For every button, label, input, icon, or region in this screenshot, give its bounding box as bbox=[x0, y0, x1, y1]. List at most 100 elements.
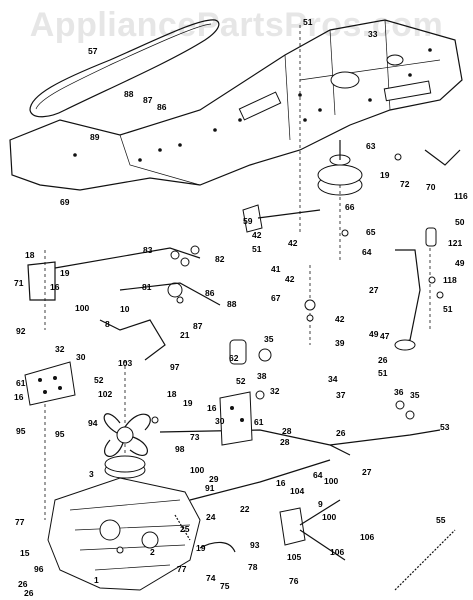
callout: 22 bbox=[240, 504, 250, 514]
callout: 42 bbox=[285, 274, 295, 284]
callout: 95 bbox=[16, 426, 26, 436]
callout: 75 bbox=[220, 581, 230, 591]
callout: 34 bbox=[328, 374, 338, 384]
callout: 72 bbox=[400, 179, 410, 189]
callout: 18 bbox=[167, 389, 177, 399]
callout: 100 bbox=[75, 303, 89, 313]
callout: 104 bbox=[290, 486, 304, 496]
callout: 62 bbox=[229, 353, 239, 363]
callout: 61 bbox=[16, 378, 26, 388]
callout: 3 bbox=[89, 469, 94, 479]
callout: 66 bbox=[345, 202, 355, 212]
callout: 116 bbox=[454, 191, 468, 201]
callout: 26 bbox=[24, 588, 34, 598]
callout: 16 bbox=[276, 478, 286, 488]
callout: 121 bbox=[448, 238, 462, 248]
callout: 30 bbox=[76, 352, 86, 362]
callout: 89 bbox=[90, 132, 100, 142]
callout: 106 bbox=[360, 532, 374, 542]
callout: 26 bbox=[18, 579, 28, 589]
callout: 42 bbox=[335, 314, 345, 324]
callout: 53 bbox=[440, 422, 450, 432]
callout: 92 bbox=[16, 326, 26, 336]
callout: 16 bbox=[50, 282, 60, 292]
callout: 10 bbox=[120, 304, 130, 314]
callout-labels: 57 51 33 88 87 86 89 63 19 72 70 116 69 … bbox=[14, 17, 468, 598]
callout: 39 bbox=[335, 338, 345, 348]
callout: 51 bbox=[252, 244, 262, 254]
callout: 76 bbox=[289, 576, 299, 586]
callout: 64 bbox=[313, 470, 323, 480]
callout: 42 bbox=[252, 230, 262, 240]
callout: 30 bbox=[215, 416, 225, 426]
callout: 41 bbox=[271, 264, 281, 274]
callout: 47 bbox=[380, 331, 390, 341]
callout: 77 bbox=[15, 517, 25, 527]
callout: 9 bbox=[318, 499, 323, 509]
callout: 65 bbox=[366, 227, 376, 237]
callout: 42 bbox=[288, 238, 298, 248]
callout: 1 bbox=[94, 575, 99, 585]
watermark: AppliancePartsPros.com bbox=[29, 6, 444, 44]
callout: 82 bbox=[215, 254, 225, 264]
callout: 27 bbox=[362, 467, 372, 477]
callout: 105 bbox=[287, 552, 301, 562]
callout: 29 bbox=[209, 474, 219, 484]
callout: 32 bbox=[55, 344, 65, 354]
callout: 19 bbox=[196, 543, 206, 553]
callout: 52 bbox=[94, 375, 104, 385]
callout: 33 bbox=[368, 29, 378, 39]
callout: 26 bbox=[378, 355, 388, 365]
callout: 88 bbox=[227, 299, 237, 309]
callout: 38 bbox=[257, 371, 267, 381]
chassis-frame bbox=[9, 19, 463, 191]
callout: 83 bbox=[143, 245, 153, 255]
callout: 21 bbox=[180, 330, 190, 340]
callout: 87 bbox=[143, 95, 153, 105]
callout: 18 bbox=[25, 250, 35, 260]
callout: 28 bbox=[282, 426, 292, 436]
callout: 32 bbox=[270, 386, 280, 396]
callout: 36 bbox=[394, 387, 404, 397]
callout: 26 bbox=[336, 428, 346, 438]
callout: 15 bbox=[20, 548, 30, 558]
callout: 61 bbox=[254, 417, 264, 427]
callout: 106 bbox=[330, 547, 344, 557]
callout: 8 bbox=[105, 319, 110, 329]
callout: 100 bbox=[324, 476, 338, 486]
callout: 69 bbox=[60, 197, 70, 207]
callout: 49 bbox=[369, 329, 379, 339]
callout: 100 bbox=[322, 512, 336, 522]
callout: 52 bbox=[236, 376, 246, 386]
callout: 27 bbox=[369, 285, 379, 295]
callout: 86 bbox=[205, 288, 215, 298]
callout: 35 bbox=[410, 390, 420, 400]
callout: 67 bbox=[271, 293, 281, 303]
callout: 2 bbox=[150, 547, 155, 557]
callout: 55 bbox=[436, 515, 446, 525]
callout: 51 bbox=[378, 368, 388, 378]
callout: 94 bbox=[88, 418, 98, 428]
callout: 73 bbox=[190, 432, 200, 442]
callout: 93 bbox=[250, 540, 260, 550]
callout: 87 bbox=[193, 321, 203, 331]
transaxle bbox=[47, 477, 201, 591]
callout: 16 bbox=[14, 392, 24, 402]
callout: 74 bbox=[206, 573, 216, 583]
callout: 97 bbox=[170, 362, 180, 372]
callout: 19 bbox=[60, 268, 70, 278]
callout: 63 bbox=[366, 141, 376, 151]
callout: 118 bbox=[443, 275, 457, 285]
callout: 70 bbox=[426, 182, 436, 192]
callout: 96 bbox=[34, 564, 44, 574]
callout: 51 bbox=[443, 304, 453, 314]
callout: 51 bbox=[303, 17, 313, 27]
callout: 103 bbox=[118, 358, 132, 368]
callout: 86 bbox=[157, 102, 167, 112]
callout: 81 bbox=[142, 282, 152, 292]
callout: 28 bbox=[280, 437, 290, 447]
callout: 57 bbox=[88, 46, 98, 56]
callout: 64 bbox=[362, 247, 372, 257]
